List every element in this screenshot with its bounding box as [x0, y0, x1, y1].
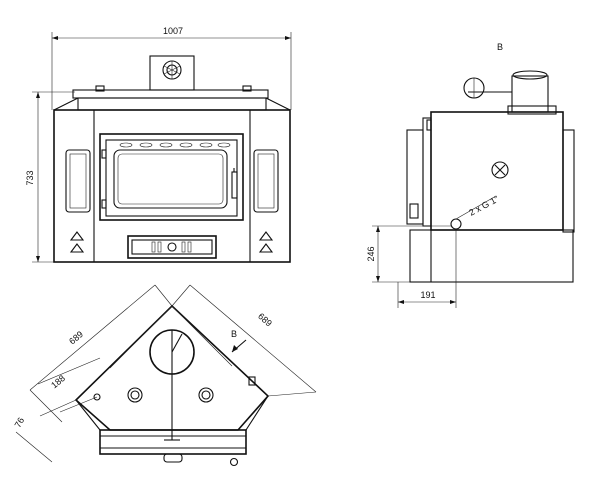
plan-offset-b-label: 76 [13, 416, 27, 430]
side-offset-label: 191 [420, 290, 435, 300]
door-vents [119, 142, 231, 148]
plan-view-letter: B [231, 329, 237, 339]
side-height-label: 246 [366, 246, 376, 261]
plan-right-side-label: 689 [256, 311, 274, 328]
side-view-letter: B [497, 42, 503, 52]
side-view: B 2 x G 1" 246 [366, 42, 575, 308]
plan-left-side-label: 689 [67, 329, 85, 346]
plan-offset-a-label: 188 [49, 373, 67, 390]
ash-drawer-slots [151, 241, 192, 253]
front-height-label: 733 [25, 170, 35, 185]
front-view: 1007 733 [25, 26, 292, 263]
top-view: 689 689 B 188 76 [13, 284, 317, 467]
front-width-label: 1007 [163, 26, 183, 36]
connection-label: 2 x G 1" [467, 194, 500, 218]
